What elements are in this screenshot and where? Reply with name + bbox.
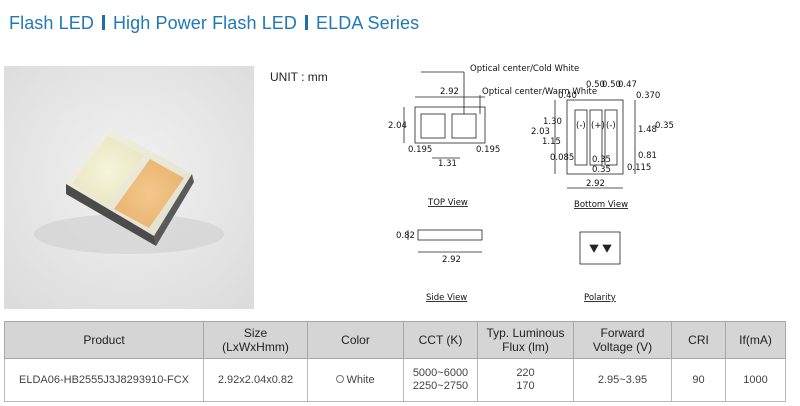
header-size-line2: (LxWxHmm) [222, 340, 289, 354]
top-view-right-dim: 0.195 [476, 145, 500, 155]
polarity-outline [579, 231, 621, 265]
cell-color: White [307, 358, 404, 402]
product-photo [4, 66, 254, 309]
top-view-lens-right [451, 113, 477, 139]
bottom-dim-035c: 0.35 [592, 165, 611, 175]
top-view-left-dim: 0.195 [408, 145, 432, 155]
page-title: Flash LED High Power Flash LED ELDA Series [9, 13, 419, 34]
table-header-row: Product Size(LxWxHmm) Color CCT (K) Typ.… [4, 321, 786, 359]
top-view-width-dim: 2.92 [440, 87, 459, 97]
side-view-label: Side View [426, 293, 467, 303]
cell-product: ELDA06-HB2555J3J8293910-FCX [4, 358, 204, 402]
header-flux-line1: Typ. Luminous [486, 326, 565, 340]
optical-center-cold-label: Optical center/Cold White [470, 64, 579, 74]
cell-voltage: 2.95~3.95 [573, 358, 672, 402]
top-view-height-dim: 2.04 [388, 121, 407, 131]
bottom-dim-050: 0.50 [586, 80, 605, 90]
header-product: Product [4, 321, 204, 359]
cell-size: 2.92x2.04x0.82 [203, 358, 308, 402]
header-flux-line2: Flux (lm) [502, 340, 549, 354]
dimension-drawings: Optical center/Cold White Optical center… [388, 64, 674, 303]
title-separator [101, 15, 105, 30]
table-row: ELDA06-HB2555J3J8293910-FCX 2.92x2.04x0.… [4, 358, 786, 402]
cell-color-text: White [346, 373, 375, 386]
cell-cri: 90 [671, 358, 726, 402]
top-view-lens-left [420, 113, 446, 139]
bottom-minus-sign-2: (-) [606, 121, 616, 131]
bottom-dim-0115: 0.115 [627, 163, 651, 173]
unit-label: UNIT : mm [270, 70, 328, 84]
bottom-dim-0370: 0.370 [636, 91, 660, 101]
bottom-dim-081: 0.81 [638, 151, 657, 161]
bottom-dim-115: 1.15 [542, 137, 561, 147]
bottom-dim-035: 0.35 [655, 121, 674, 131]
bottom-dim-040: 0.40 [558, 91, 577, 101]
title-flash-led: Flash LED [9, 13, 94, 33]
side-view-height-dim: 0.82 [396, 231, 415, 241]
header-cri: CRI [671, 321, 726, 359]
bottom-dim-0085: 0.085 [550, 153, 574, 163]
bottom-dim-130: 1.30 [543, 117, 562, 127]
bottom-view-label: Bottom View [574, 200, 628, 210]
title-series: ELDA Series [316, 13, 420, 33]
polarity-label: Polarity [584, 293, 616, 303]
header-voltage-line2: Voltage (V) [592, 340, 653, 354]
header-cct: CCT (K) [403, 321, 478, 359]
bottom-dim-050b: 0.50 [602, 80, 621, 90]
header-if: If(mA) [725, 321, 786, 359]
bottom-plus-sign: (+) [591, 121, 605, 131]
bottom-dim-035b: 0.35 [592, 155, 611, 165]
led-package-image [4, 66, 254, 309]
bottom-view-outline [566, 99, 624, 175]
header-size: Size(LxWxHmm) [203, 321, 308, 359]
top-view-label: TOP View [427, 198, 468, 208]
cell-cct-2: 2250~2750 [412, 380, 469, 392]
cell-flux-2: 170 [516, 380, 535, 392]
side-view-width-dim: 2.92 [442, 255, 461, 265]
bottom-dim-047: 0.47 [618, 80, 637, 90]
bottom-dim-148: 1.48 [638, 125, 657, 135]
header-voltage-line1: Forward [600, 326, 645, 340]
cell-cct-1: 5000~6000 [412, 367, 469, 379]
title-separator [305, 15, 309, 30]
title-high-power: High Power Flash LED [112, 13, 298, 33]
cell-if: 1000 [725, 358, 786, 402]
side-view-outline [417, 229, 483, 241]
top-view-bottom-dim: 1.31 [438, 159, 457, 169]
spec-table: Product Size(LxWxHmm) Color CCT (K) Typ.… [4, 321, 786, 402]
cell-flux-1: 220 [516, 367, 535, 379]
header-color: Color [307, 321, 404, 359]
header-size-line1: Size [243, 326, 268, 340]
optical-center-warm-label: Optical center/Warm White [482, 87, 597, 97]
bottom-minus-sign: (-) [576, 121, 586, 131]
bottom-dim-203: 2.03 [531, 127, 550, 137]
bottom-view-width-dim: 2.92 [586, 179, 605, 189]
top-view-outline [414, 106, 486, 144]
color-circle-icon [336, 374, 345, 383]
